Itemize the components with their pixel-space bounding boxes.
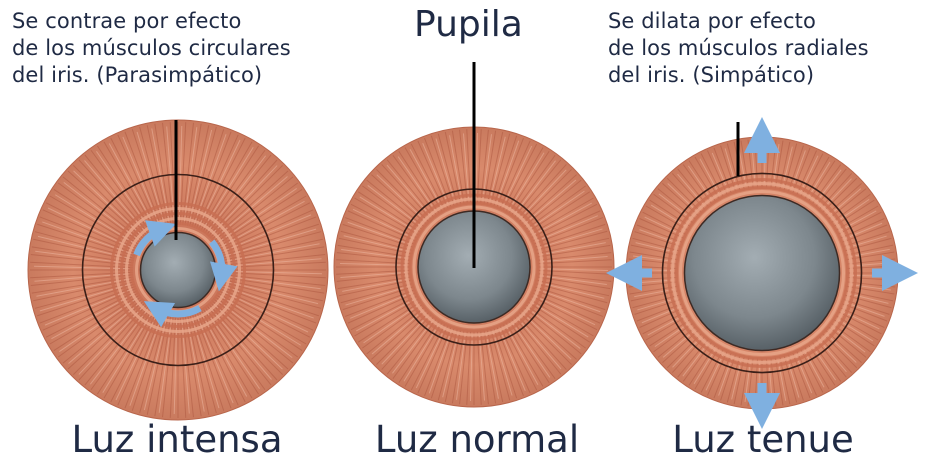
arrow-icon [208,239,238,292]
pupil [139,231,217,309]
left-caption: Se contrae por efecto de los músculos ci… [12,8,291,89]
right-caption-line-1: Se dilata por efecto [608,9,816,33]
state-label-normal: Luz normal [374,418,580,461]
left-caption-line-2: de los músculos circulares [12,36,291,60]
iris-collarette [661,172,863,374]
left-caption-line-3: del iris. (Parasimpático) [12,63,263,87]
arrow-icon [133,220,177,257]
iris-dim [625,136,899,410]
iris-intense [27,119,329,421]
radial-arrows [606,117,918,429]
right-caption-line-3: del iris. (Simpático) [608,63,815,87]
right-caption-line-2: de los músculos radiales [608,36,869,60]
iris-fibers [336,129,612,405]
circular-arrows [133,220,238,328]
iris-collarette [81,173,275,367]
state-label-intense: Luz intensa [71,418,283,461]
right-caption: Se dilata por efecto de los músculos rad… [608,8,869,89]
arrow-icon [143,301,202,328]
pupil [683,194,841,352]
left-caption-line-1: Se contrae por efecto [12,9,242,33]
state-label-dim: Luz tenue [672,418,854,461]
pupil-title: Pupila [414,4,523,45]
